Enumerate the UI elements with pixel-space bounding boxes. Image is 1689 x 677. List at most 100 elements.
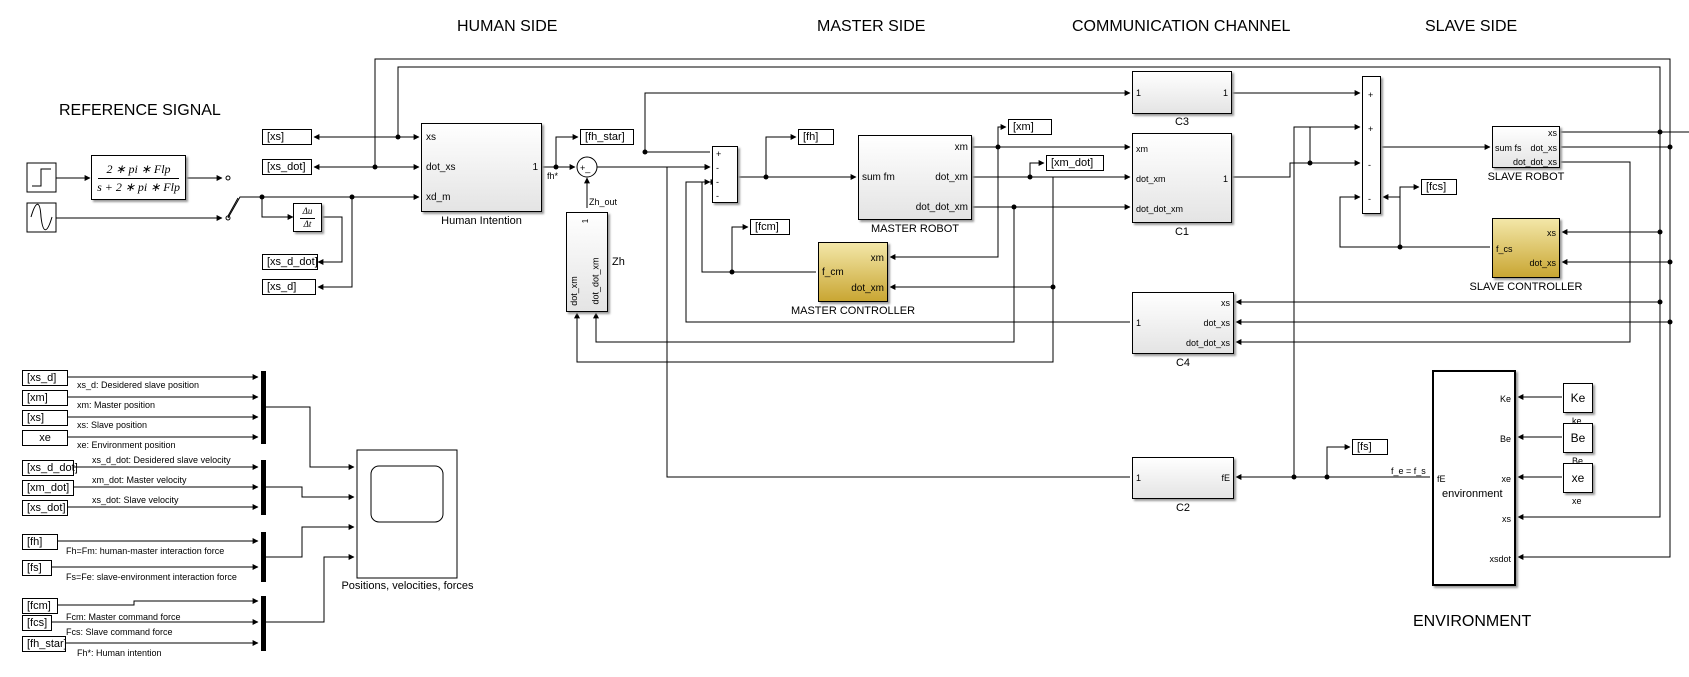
goto-fs[interactable]: [fs]	[1352, 439, 1388, 455]
zh-port-dot-xm: dot_xm	[568, 276, 579, 306]
wire	[574, 287, 1054, 363]
mux-bar-command-forces[interactable]	[261, 596, 266, 651]
master-controller-block[interactable]: f_cm xm dot_xm	[818, 242, 888, 302]
sum-circle[interactable]	[576, 156, 598, 178]
master-side-title: MASTER SIDE	[817, 18, 926, 35]
zh-block[interactable]: 1 dot_xm dot_dot_xm	[566, 212, 608, 312]
goto-fh-star[interactable]: [fh_star]	[580, 129, 634, 145]
junction-dots	[259, 129, 1673, 480]
sc-port-fcs: f_cs	[1496, 244, 1513, 254]
goto-xm-dot[interactable]: [xm_dot]	[1046, 155, 1104, 171]
sr-port-dot-dot-xs: dot_dot_xs	[1512, 157, 1557, 167]
env-port-be: Be	[1499, 434, 1511, 444]
wire	[1339, 194, 1400, 248]
mux-bar-positions[interactable]	[261, 371, 266, 444]
from-fh-star[interactable]: [fh_star]	[22, 636, 67, 652]
c4-block[interactable]: 1 xs dot_xs dot_dot_xs	[1132, 292, 1234, 354]
from-xs-dot[interactable]: [xs_dot]	[22, 500, 68, 516]
sr-port-xs: xs	[1548, 128, 1557, 138]
wire	[666, 164, 1130, 478]
c1-port-dot-xm: dot_xm	[1136, 174, 1166, 184]
mc-port-xm: xm	[870, 253, 884, 264]
derivative-block[interactable]: Δu Δt	[293, 203, 322, 232]
slave-controller-block[interactable]: f_cs xs dot_xs	[1492, 218, 1560, 278]
hi-port-dot-xs: dot_xs	[426, 162, 456, 173]
c1-port-dot-dot-xm: dot_dot_xm	[1136, 204, 1184, 214]
zh-port-out: 1	[581, 218, 591, 224]
wire	[1399, 184, 1420, 247]
c3-caption: C3	[1174, 116, 1190, 128]
c1-caption: C1	[1174, 226, 1190, 238]
goto-fcm[interactable]: [fcm]	[750, 219, 790, 235]
m-sign-4: -	[716, 191, 719, 201]
slave-robot-caption: SLAVE ROBOT	[1487, 171, 1565, 183]
desc-xm-dot: xm_dot: Master velocity	[92, 475, 187, 485]
from-fs[interactable]: [fs]	[22, 560, 52, 576]
from-xe[interactable]: xe	[22, 430, 68, 446]
wire	[997, 124, 1007, 147]
low-pass-transfer-function[interactable]: 2 ∗ pi ∗ Flp s + 2 ∗ pi ∗ Flp	[91, 155, 186, 200]
from-xm[interactable]: [xm]	[22, 390, 68, 406]
xe-constant[interactable]: xe	[1563, 463, 1593, 493]
from-fcm[interactable]: [fcm]	[22, 598, 58, 614]
mc-port-fcm: f_cm	[822, 267, 844, 278]
wire	[1517, 322, 1671, 560]
be-caption: Be	[1572, 456, 1584, 466]
from-xm-dot[interactable]: [xm_dot]	[22, 480, 74, 496]
c2-block[interactable]: 1 fE	[1132, 457, 1234, 499]
ke-constant[interactable]: Ke	[1563, 383, 1593, 413]
mr-port-xm: xm	[954, 142, 968, 153]
mux-bar-interaction-forces[interactable]	[261, 532, 266, 582]
m-sign-2: -	[716, 163, 719, 173]
s-sign-4: -	[1368, 194, 1371, 204]
wire	[1517, 302, 1661, 520]
env-port-xsdot: xsdot	[1489, 554, 1511, 564]
from-fcs[interactable]: [fcs]	[22, 615, 52, 631]
goto-xs-d[interactable]: [xs_d]	[262, 279, 316, 295]
master-controller-caption: MASTER CONTROLLER	[790, 305, 916, 317]
c1-port-out: 1	[1222, 174, 1228, 184]
m-sign-3: -	[716, 177, 719, 187]
from-xs[interactable]: [xs]	[22, 410, 68, 426]
be-constant[interactable]: Be	[1563, 423, 1593, 453]
from-fh[interactable]: [fh]	[22, 534, 58, 550]
sum1-signs: +_	[580, 163, 591, 173]
fh-star-signal-label: fh*	[547, 171, 559, 181]
reference-signal-title: REFERENCE SIGNAL	[59, 102, 221, 119]
wire	[731, 224, 816, 273]
wire	[397, 66, 1661, 137]
from-xs-d[interactable]: [xs_d]	[22, 370, 68, 386]
goto-fh[interactable]: [fh]	[798, 129, 834, 145]
switch-arm[interactable]	[227, 197, 239, 217]
mc-port-dot-xm: dot_xm	[851, 283, 884, 294]
goto-xs-d-dot[interactable]: [xs_d_dot]	[262, 254, 318, 270]
master-sum-block[interactable]: + - - -	[712, 146, 738, 203]
wire	[1309, 124, 1361, 163]
c3-port-out: 1	[1222, 88, 1228, 98]
goto-xs-dot[interactable]: [xs_dot]	[262, 159, 312, 175]
goto-xm[interactable]: [xm]	[1008, 119, 1052, 135]
goto-fcs[interactable]: [fcs]	[1421, 179, 1457, 195]
c3-block[interactable]: 1 1	[1132, 71, 1232, 114]
desc-xs: xs: Slave position	[77, 420, 148, 430]
scope-screen-icon	[370, 465, 444, 523]
environment-block[interactable]: Ke Be xe xs xsdot fE environment	[1432, 370, 1516, 586]
s-sign-3: -	[1368, 160, 1371, 170]
wire	[555, 134, 579, 167]
goto-xs[interactable]: [xs]	[262, 129, 312, 145]
tf-denominator: s + 2 ∗ pi ∗ Flp	[97, 180, 180, 194]
human-intention-block[interactable]: xs dot_xs xd_m 1	[421, 123, 542, 212]
slave-robot-block[interactable]: sum fs xs dot_xs dot_dot_xs	[1492, 126, 1560, 168]
from-xs-d-dot[interactable]: [xs_d_dot]	[22, 460, 78, 476]
mux-bar-velocities[interactable]	[261, 460, 266, 515]
c1-block[interactable]: xm dot_xm dot_dot_xm 1	[1132, 133, 1232, 223]
scope-caption: Positions, velocities, forces	[341, 580, 474, 592]
human-side-title: HUMAN SIDE	[457, 18, 558, 35]
slave-sum-block[interactable]: + + - -	[1362, 76, 1381, 214]
c1-port-xm: xm	[1136, 144, 1148, 154]
master-robot-block[interactable]: sum fm xm dot_xm dot_dot_xm	[858, 135, 972, 220]
mr-port-dot-xm: dot_xm	[935, 172, 968, 183]
wire	[1232, 160, 1361, 178]
wire	[889, 147, 999, 260]
